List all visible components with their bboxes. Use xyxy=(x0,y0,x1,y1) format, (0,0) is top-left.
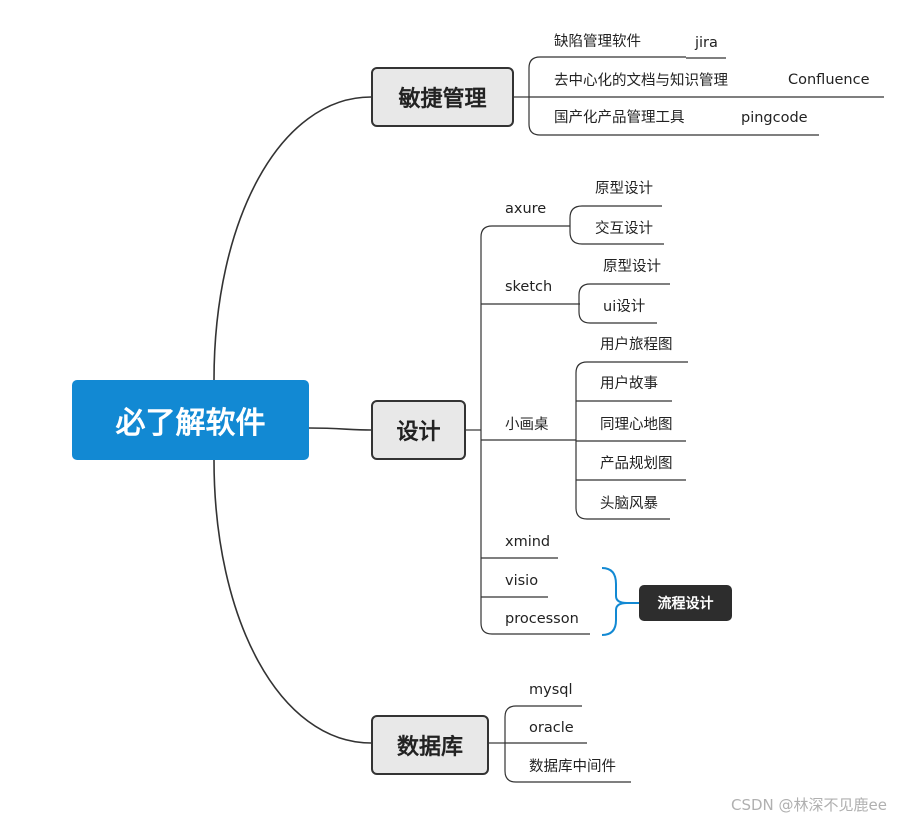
design-sub-item[interactable]: 用户故事 xyxy=(600,376,658,392)
agile-item-tool[interactable]: Confluence xyxy=(788,72,870,88)
design-sub-item[interactable]: 用户旅程图 xyxy=(600,337,673,353)
design-sub-item[interactable]: 同理心地图 xyxy=(600,417,673,433)
watermark: CSDN @林深不见鹿ee xyxy=(731,796,887,814)
database-item[interactable]: mysql xyxy=(529,682,573,698)
agile-item-tool[interactable]: pingcode xyxy=(741,110,808,126)
design-sub-item[interactable]: ui设计 xyxy=(603,299,646,315)
database-item[interactable]: 数据库中间件 xyxy=(529,759,616,775)
design-sub-item[interactable]: 原型设计 xyxy=(603,259,661,275)
agile-item-label[interactable]: 缺陷管理软件 xyxy=(554,34,641,50)
design-tool-axure[interactable]: axure xyxy=(505,201,547,217)
design-tool-processon[interactable]: processon xyxy=(505,611,579,627)
summary-brace xyxy=(601,567,628,636)
flow-design-callout[interactable]: 流程设计 xyxy=(639,585,732,621)
design-tool-xmind[interactable]: xmind xyxy=(505,534,551,550)
branch-database[interactable]: 数据库 xyxy=(371,715,489,775)
design-tool-sketch[interactable]: sketch xyxy=(505,279,553,295)
branch-agile-management[interactable]: 敏捷管理 xyxy=(371,67,514,127)
agile-item-label[interactable]: 去中心化的文档与知识管理 xyxy=(554,73,728,89)
agile-item-tool[interactable]: jira xyxy=(695,35,718,51)
branch-design[interactable]: 设计 xyxy=(371,400,466,460)
root-node[interactable]: 必了解软件 xyxy=(72,380,309,460)
design-tool-visio[interactable]: visio xyxy=(505,573,539,589)
database-item[interactable]: oracle xyxy=(529,720,574,736)
design-tool-xiaohuazhuo[interactable]: 小画桌 xyxy=(505,417,549,433)
design-sub-item[interactable]: 交互设计 xyxy=(595,221,653,237)
agile-item-label[interactable]: 国产化产品管理工具 xyxy=(554,110,685,126)
design-sub-item[interactable]: 产品规划图 xyxy=(600,456,673,472)
design-sub-item[interactable]: 头脑风暴 xyxy=(600,496,658,512)
design-sub-item[interactable]: 原型设计 xyxy=(595,181,653,197)
